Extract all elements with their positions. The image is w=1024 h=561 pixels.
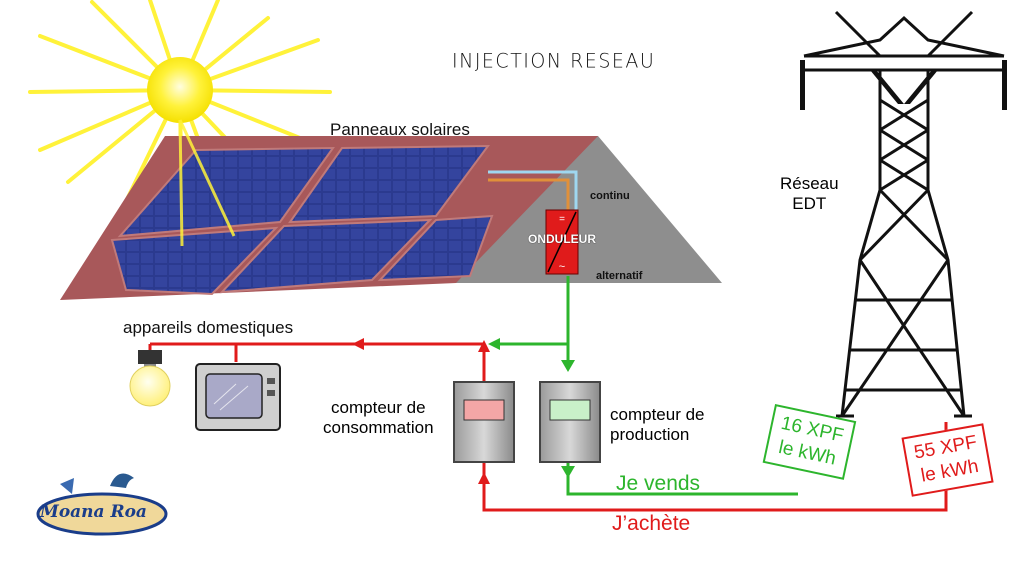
production-meter-icon bbox=[539, 381, 601, 463]
logo-icon bbox=[36, 473, 168, 536]
sun-icon bbox=[147, 57, 213, 123]
production-lines bbox=[492, 276, 798, 496]
lamp-icon bbox=[129, 350, 171, 407]
consumption-meter-label-line2: consommation bbox=[323, 418, 434, 438]
insulators bbox=[800, 60, 1007, 110]
svg-text:=: = bbox=[559, 214, 565, 225]
buy-label: J’achète bbox=[612, 512, 691, 535]
consumption-meter-label-line1: compteur de bbox=[331, 398, 426, 417]
dc-cables bbox=[488, 170, 578, 212]
production-meter-label-line1: compteur de bbox=[610, 405, 705, 424]
consumption-meter-label: compteur de consommation bbox=[323, 398, 434, 439]
grid-label-line2: EDT bbox=[792, 194, 827, 214]
panels-label: Panneaux solaires bbox=[330, 120, 470, 139]
sell-label: Je vends bbox=[616, 472, 701, 495]
continu-label: continu bbox=[590, 190, 630, 202]
pylon-icon bbox=[803, 10, 1005, 418]
grid-label: Réseau EDT bbox=[780, 174, 839, 215]
consumption-meter-icon bbox=[453, 381, 515, 463]
grid-label-line1: Réseau bbox=[780, 174, 839, 193]
diagram-title: INJECTION RESEAU bbox=[452, 49, 656, 73]
logo-text: Moana Roa bbox=[40, 502, 147, 522]
solar-panels bbox=[110, 144, 494, 296]
inverter-icon: = ~ bbox=[545, 209, 579, 275]
production-meter-label-line2: production bbox=[610, 425, 690, 445]
inverter-label: ONDULEUR bbox=[528, 232, 596, 246]
svg-text:~: ~ bbox=[559, 261, 565, 273]
appliances-label: appareils domestiques bbox=[123, 318, 294, 337]
tv-icon bbox=[195, 363, 281, 431]
production-meter-label: compteur de production bbox=[610, 405, 705, 446]
alternatif-label: alternatif bbox=[596, 270, 643, 282]
